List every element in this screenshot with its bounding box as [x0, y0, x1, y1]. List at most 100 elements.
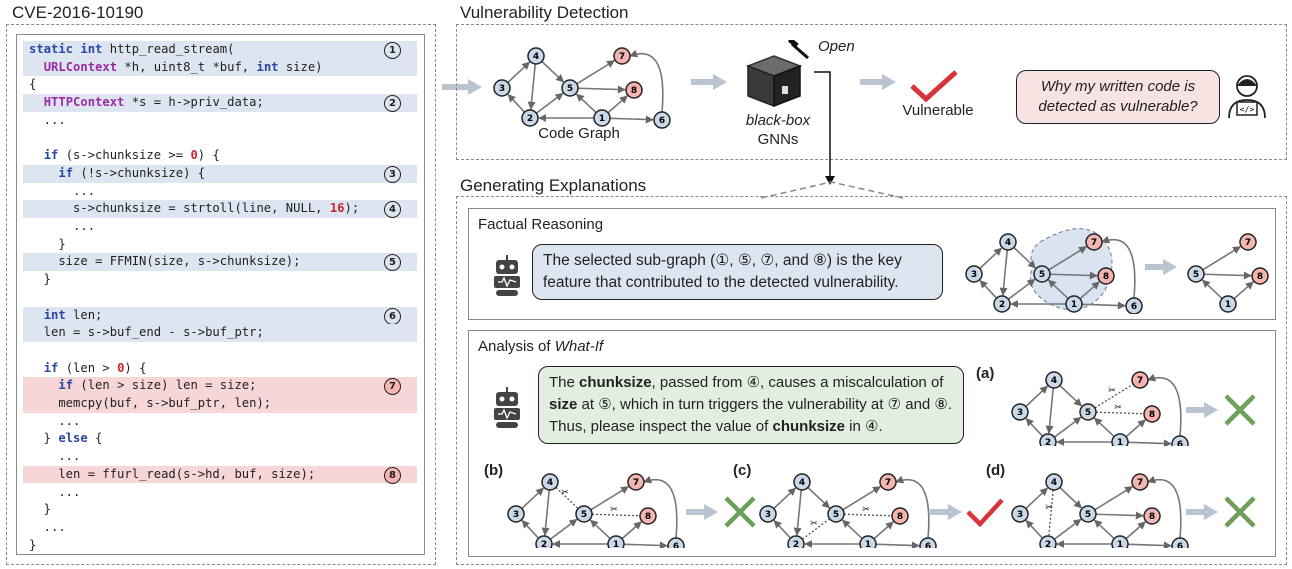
graph-node: [1033, 265, 1051, 283]
graph-node: [627, 473, 645, 491]
graph-node-label: 1: [1225, 300, 1231, 310]
graph-edge: [643, 475, 678, 539]
graph-node-label: 8: [1149, 410, 1155, 420]
result-arrow-head: [948, 504, 962, 520]
graph-edge: [1127, 541, 1172, 548]
code-line-tag: 7: [384, 378, 401, 396]
graph-node: [787, 535, 805, 548]
graph-node-label: 3: [971, 270, 977, 280]
code-line-tag: 2: [384, 95, 401, 113]
graph-edge: [842, 486, 882, 511]
open-label: Open: [818, 38, 855, 55]
graph-node-label: 8: [1149, 512, 1155, 522]
graph-edge: [521, 487, 545, 510]
graph-node: [859, 535, 877, 548]
scissors-icon: ✂: [862, 505, 870, 515]
graph-node: [535, 535, 553, 548]
graph-edge: [589, 519, 611, 540]
robot-eye: [509, 264, 515, 270]
code-line-tag: 1: [384, 42, 401, 59]
code-graph-label: Code Graph: [538, 125, 620, 142]
factual-bubble: The selected sub-graph (①, ⑤, ⑦, and ⑧) …: [532, 244, 943, 300]
graph-node: [1039, 433, 1057, 446]
code-line: s->chunksize = strtoll(line, NULL, 16);4: [23, 200, 417, 219]
vulnerable-check-icon: [910, 70, 958, 103]
graph-node-label: 1: [865, 540, 871, 548]
graph-node-label: 7: [633, 478, 639, 488]
code-line: }: [29, 236, 66, 251]
graph-node: [575, 505, 593, 523]
graph-node-label: 2: [541, 540, 547, 548]
graph-node-label: 3: [765, 510, 771, 520]
explanations-panel: [456, 196, 1287, 565]
scissors-icon: ✂: [561, 488, 569, 498]
graph-node: [891, 507, 909, 525]
robot-pulse: [498, 276, 517, 288]
graph-edge: [609, 115, 654, 124]
code-listing: static int http_read_stream(1 URLContext…: [16, 34, 425, 555]
graph-edge: [979, 247, 1003, 270]
graph-node: [507, 505, 525, 523]
code-line: ...: [29, 413, 81, 428]
whatif-text-bold: chunksize: [772, 418, 846, 435]
graph-node-label: 5: [1085, 408, 1091, 418]
graph-edge: [1093, 519, 1115, 540]
graph-node: [1219, 295, 1237, 313]
graph-node: [1011, 403, 1029, 421]
graph-node: [607, 535, 625, 548]
graph-edge: [1013, 246, 1037, 269]
factual-title: Factual Reasoning: [478, 216, 604, 233]
whatif-text-bold: chunksize: [579, 374, 652, 391]
code-line-tag: 8: [384, 466, 401, 484]
graph-edge: [1201, 279, 1223, 300]
graph-node: [1131, 371, 1149, 389]
whatif-text-bold: size: [549, 396, 578, 413]
graph-edge: [1045, 387, 1055, 434]
graph-edge: [1007, 278, 1036, 300]
graph-node: [613, 47, 631, 65]
cross-icon: [1224, 394, 1256, 426]
graph-node-label: 4: [1051, 478, 1057, 488]
graph-node-label: 2: [1045, 540, 1051, 548]
graph-node: [1111, 433, 1129, 446]
case-b-label: (b): [484, 462, 504, 479]
graph-edge: [1025, 385, 1049, 408]
check-icon: [966, 498, 1004, 528]
graph-edge: [1147, 373, 1182, 437]
graph-node: [1085, 233, 1103, 251]
graph-edge: [1094, 486, 1134, 511]
graph-node-label: 1: [1117, 540, 1123, 548]
result-arrow-head: [1204, 504, 1218, 520]
whatif-text-part: , passed from ④, causes a miscalculation…: [651, 374, 944, 391]
case-d-label: (d): [986, 462, 1006, 479]
graph-edge: [507, 61, 531, 84]
graph-edge: [1125, 521, 1146, 540]
robot-body: [494, 408, 520, 420]
code-line: }: [29, 502, 52, 517]
graph-edge: [590, 486, 630, 511]
robot-pulse: [498, 408, 517, 420]
graph-edge: [1053, 518, 1082, 540]
case-c-label: (c): [733, 462, 752, 479]
graph-edge: [1059, 384, 1083, 407]
code-line: len = s->buf_end - s->buf_ptr;: [23, 324, 417, 342]
scissors-icon: ✂: [1114, 403, 1122, 413]
graph-node: [879, 473, 897, 491]
graph-edge: [535, 92, 564, 114]
result-arrow-head: [1204, 402, 1218, 418]
graph-node-label: 6: [659, 116, 665, 126]
graph-node-label: 1: [1117, 438, 1123, 446]
scissors-icon: ✂: [810, 519, 818, 529]
graph-edge: [1081, 301, 1126, 310]
graph-node: [793, 473, 811, 491]
code-line: if (len > 0) {: [43, 360, 147, 375]
graph-node-label: 4: [1005, 238, 1011, 248]
case-a-label: (a): [976, 365, 995, 382]
graph-node-label: 5: [833, 510, 839, 520]
graph-edge: [541, 60, 565, 83]
graph-node: [759, 505, 777, 523]
graph-edge: [1047, 279, 1069, 300]
